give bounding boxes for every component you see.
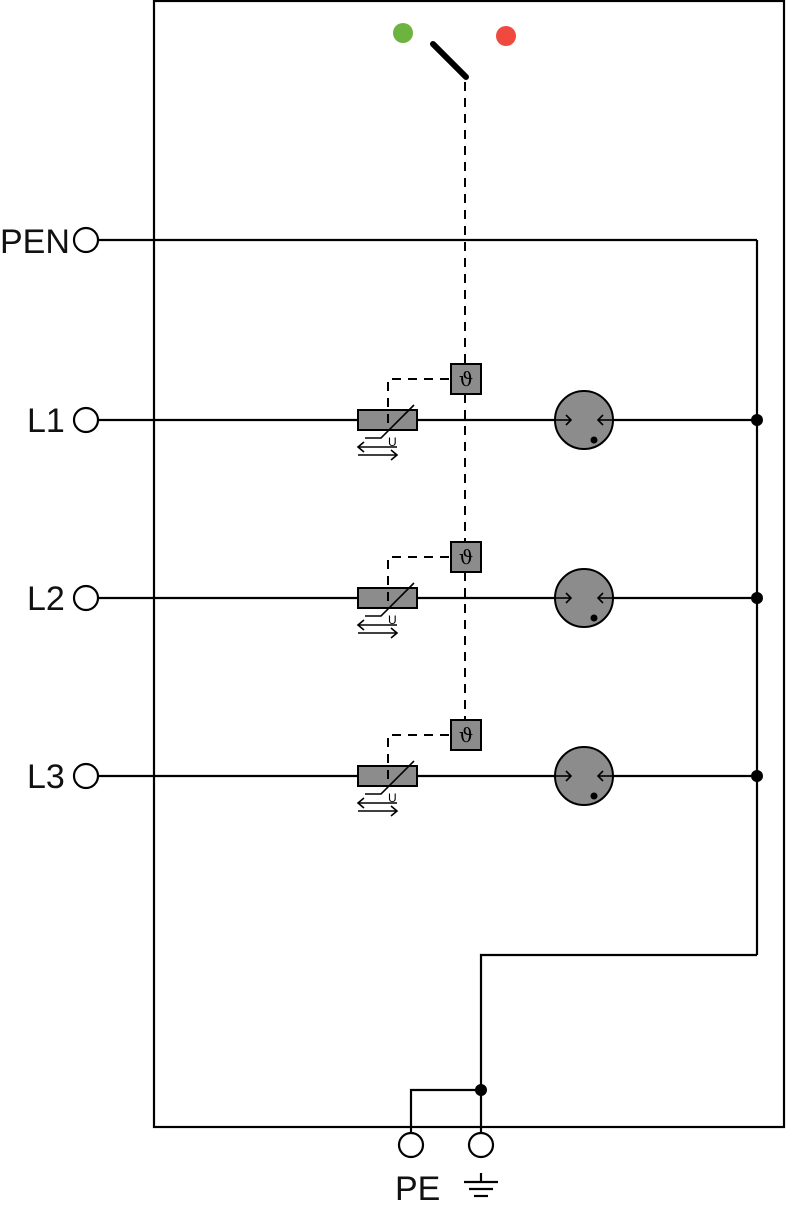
pe-conductor: [409, 1088, 481, 1133]
varistor-arrowhead-left-l3: [356, 797, 365, 809]
status-fault-indicator: [496, 26, 516, 46]
ground-icon: [464, 1173, 498, 1198]
varistor-arrowhead-left-l1: [356, 441, 365, 453]
label-l1: L1: [27, 402, 65, 440]
thermal-disconnector-l3: [450, 719, 482, 751]
gap-arrow-right-l2: [596, 592, 604, 604]
phase-branch-l2: Uϑ: [98, 541, 763, 639]
gap-arrow-left-l2: [565, 592, 573, 604]
label-pe: PE: [395, 1170, 440, 1208]
varistor-characteristic-l3: [365, 760, 415, 795]
label-l3: L3: [27, 758, 65, 796]
thermal-sense-link-l2: [387, 556, 451, 601]
ground-conductor: [479, 953, 757, 1133]
thermal-disconnector-l2: [450, 541, 482, 573]
varistor-arrowhead-left-l2: [356, 619, 365, 631]
varistor-arrowhead-right-l3: [390, 805, 399, 817]
label-l2: L2: [27, 580, 65, 618]
phase-branch-l3: Uϑ: [98, 719, 763, 817]
thermal-disconnector-l1: [450, 363, 482, 395]
varistor-u-mark-l1: U: [388, 435, 397, 449]
varistor-u-mark-l3: U: [388, 791, 397, 805]
status-ok-indicator: [393, 23, 413, 43]
gap-dot-l1: [590, 436, 598, 444]
varistor-characteristic-l1: [365, 404, 415, 439]
phase-branch-l1: Uϑ: [98, 363, 763, 461]
gap-dot-l3: [590, 792, 598, 800]
terminal-l3: [72, 762, 100, 790]
gap-arrow-left-l3: [565, 770, 573, 782]
device-enclosure: [152, 0, 786, 1129]
thermal-sense-link-l3: [387, 734, 451, 779]
bus-junction-l3: [751, 770, 763, 782]
gap-arrow-right-l3: [596, 770, 604, 782]
ground-junction: [475, 1084, 487, 1096]
varistor-arrowhead-right-l1: [390, 449, 399, 461]
terminal-l2: [72, 584, 100, 612]
label-pen: PEN: [0, 223, 70, 261]
varistor-u-mark-l2: U: [388, 613, 397, 627]
thermal-symbol-l3: ϑ: [459, 723, 473, 747]
terminal-pe: [397, 1131, 425, 1159]
gap-arrow-right-l1: [596, 414, 604, 426]
gap-dot-l2: [590, 614, 598, 622]
terminal-pen: [72, 226, 100, 254]
gap-arrow-left-l1: [565, 414, 573, 426]
bus-junction-l2: [751, 592, 763, 604]
bus-junction-l1: [751, 414, 763, 426]
varistor-arrowhead-right-l2: [390, 627, 399, 639]
signal-switch-contact: [430, 41, 469, 80]
terminal-l1: [72, 406, 100, 434]
thermal-sense-link-l1: [387, 378, 451, 423]
thermal-symbol-l1: ϑ: [459, 367, 473, 391]
varistor-characteristic-l2: [365, 582, 415, 617]
terminal-ground: [467, 1131, 495, 1159]
thermal-symbol-l2: ϑ: [459, 545, 473, 569]
